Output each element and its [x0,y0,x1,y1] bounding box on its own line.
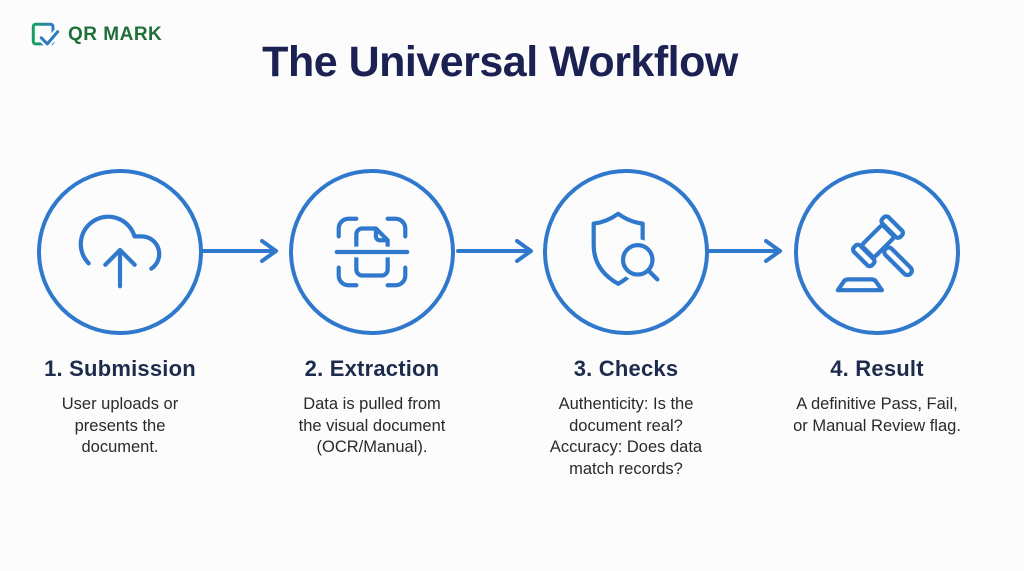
step-checks-circle [543,169,709,335]
step-checks-description: Authenticity: Is the document real? Accu… [549,395,703,478]
step-submission-text: 1. Submission User uploads or presents t… [2,356,238,459]
step-result-circle [794,169,960,335]
page-title: The Universal Workflow [262,38,738,86]
step-submission-heading: 1. Submission [44,356,196,381]
step-submission-description: User uploads or presents the document. [61,395,179,456]
gavel-icon [835,214,914,293]
step-checks-text: 3. Checks Authenticity: Is the document … [508,356,744,480]
logo-text: QR MARK [68,24,163,45]
cloud-upload-icon [78,214,162,289]
shield-magnifier-icon [591,211,664,286]
step-result-text: 4. Result A definitive Pass, Fail, or Ma… [759,356,995,437]
arrow-extraction-to-checks [456,239,533,263]
arrow-submission-to-extraction [201,239,278,263]
arrow-checks-to-result [705,239,782,263]
qr-mark-logo: QR MARK [30,20,162,50]
step-extraction-circle [289,169,455,335]
step-checks-heading: 3. Checks [573,356,679,381]
step-extraction-description: Data is pulled from the visual document … [298,395,446,456]
step-result-heading: 4. Result [830,356,924,381]
step-extraction-heading: 2. Extraction [304,356,440,381]
step-extraction-text: 2. Extraction Data is pulled from the vi… [254,356,490,459]
step-submission-circle [37,169,203,335]
step-result-description: A definitive Pass, Fail, or Manual Revie… [793,395,961,435]
document-scan-icon [331,216,413,288]
qr-check-square-icon [31,22,60,48]
